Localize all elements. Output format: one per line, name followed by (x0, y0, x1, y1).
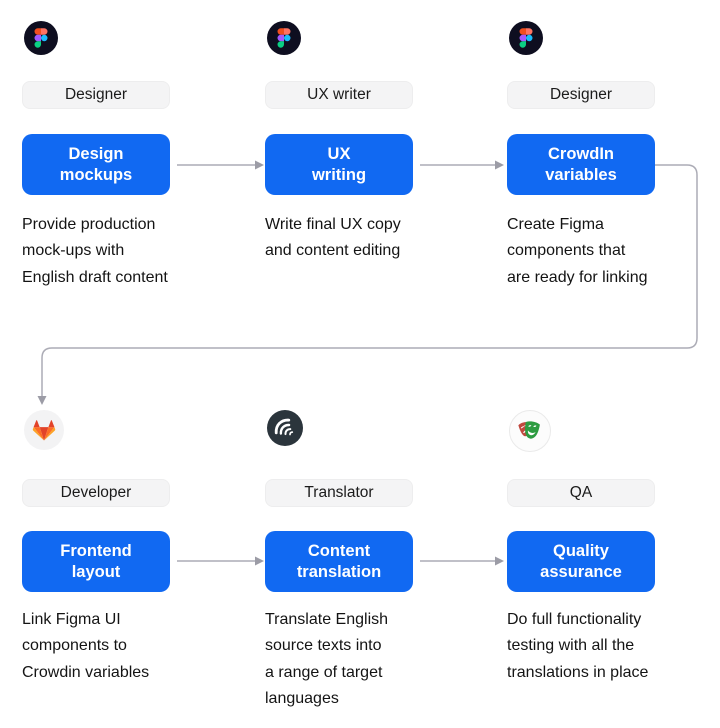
step-button-crowdin-variables[interactable]: CrowdIn variables (507, 134, 655, 195)
role-badge: Translator (265, 479, 413, 507)
gitlab-icon (24, 410, 64, 450)
figma-icon (24, 21, 58, 55)
arrow-uxwriting-to-crowdin (420, 160, 504, 170)
figma-icon (509, 21, 543, 55)
workflow-step-frontend-layout: Developer Frontend layout Link Figma UI … (22, 390, 170, 728)
role-badge: Designer (507, 81, 655, 109)
arrow-frontend-to-translation (177, 556, 264, 566)
figma-icon (267, 21, 301, 55)
arrow-design-to-uxwriting (177, 160, 264, 170)
playwright-icon (509, 410, 551, 452)
step-button-content-translation[interactable]: Content translation (265, 531, 413, 592)
workflow-step-quality-assurance: QA Quality assurance Do full functionali… (507, 390, 655, 728)
role-badge: Developer (22, 479, 170, 507)
step-button-frontend-layout[interactable]: Frontend layout (22, 531, 170, 592)
role-badge: QA (507, 479, 655, 507)
workflow-step-ux-writing: UX writer UX writing Write final UX copy… (265, 0, 413, 310)
step-button-design-mockups[interactable]: Design mockups (22, 134, 170, 195)
workflow-step-content-translation: Translator Content translation Translate… (265, 390, 413, 728)
workflow-step-design-mockups: Designer Design mockups Provide producti… (22, 0, 170, 310)
crowdin-icon (267, 410, 303, 446)
step-description: Create Figma components that are ready f… (507, 216, 648, 286)
step-button-quality-assurance[interactable]: Quality assurance (507, 531, 655, 592)
arrow-translation-to-qa (420, 556, 504, 566)
step-description: Link Figma UI components to Crowdin vari… (22, 611, 150, 681)
step-description: Write final UX copy and content editing (265, 216, 401, 260)
workflow-step-crowdin-variables: Designer CrowdIn variables Create Figma … (507, 0, 655, 310)
step-description: Do full functionality testing with all t… (507, 611, 649, 681)
step-description: Provide production mock-ups with English… (22, 216, 168, 286)
step-button-ux-writing[interactable]: UX writing (265, 134, 413, 195)
step-description: Translate English source texts into a ra… (265, 611, 389, 707)
role-badge: Designer (22, 81, 170, 109)
role-badge: UX writer (265, 81, 413, 109)
